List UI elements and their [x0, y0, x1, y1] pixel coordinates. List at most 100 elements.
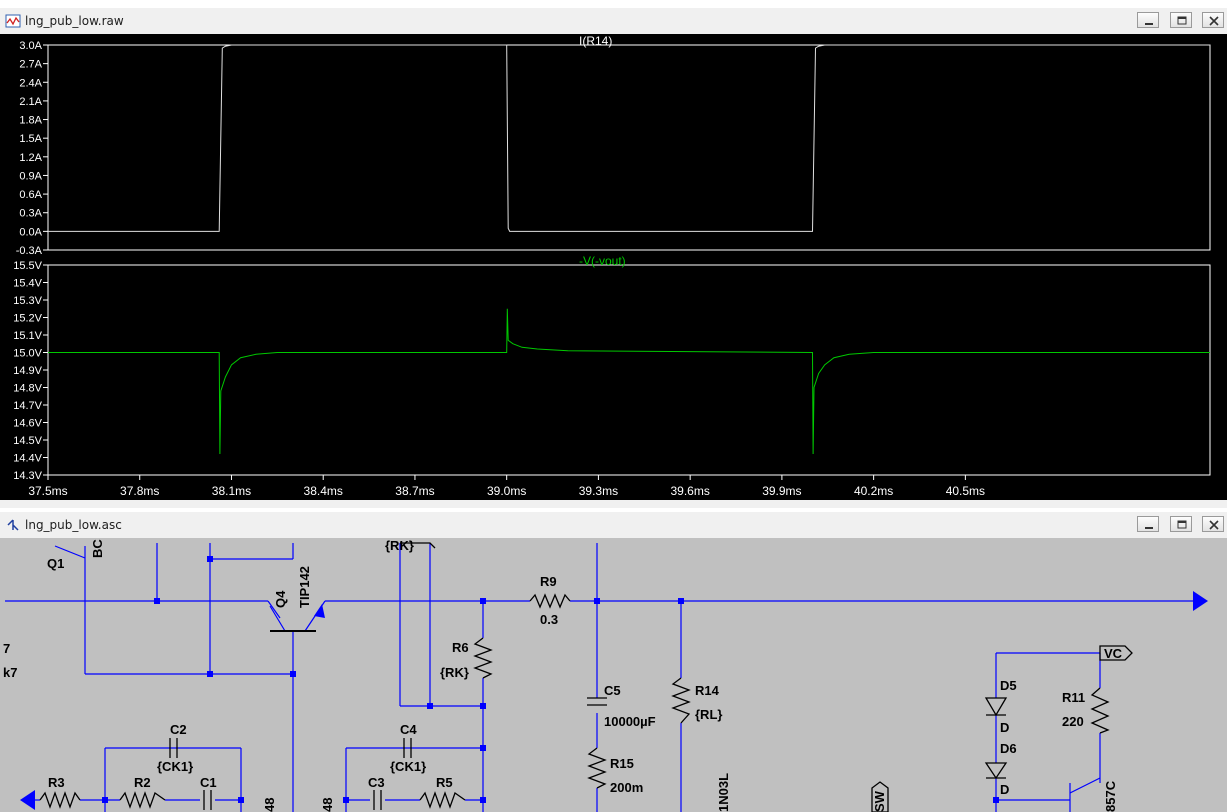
- r14-value: {RL}: [695, 707, 723, 722]
- close-icon: [1209, 16, 1219, 26]
- trace-line[interactable]: [48, 44, 1210, 232]
- schematic-window-title: lng_pub_low.asc: [25, 518, 122, 532]
- r11-label: R11: [1062, 690, 1086, 705]
- c5-value: 10000µF: [604, 714, 656, 729]
- r15-label: R15: [610, 756, 634, 771]
- y-tick-label: 15.1V: [13, 330, 42, 342]
- net-7-label: 7: [3, 641, 11, 656]
- minimize-button[interactable]: [1137, 516, 1159, 532]
- d5-label: D5: [1000, 678, 1017, 693]
- d6-value: D: [1000, 782, 1010, 797]
- close-button[interactable]: [1202, 516, 1224, 532]
- r14-label: R14: [695, 683, 719, 698]
- y-tick-label: 0.9A: [19, 170, 42, 182]
- trace-title[interactable]: -V(-vout): [579, 254, 626, 268]
- pane-voltage: -V(-vout)15.5V15.4V15.3V15.2V15.1V15.0V1…: [13, 254, 1211, 482]
- d5-value: D: [1000, 720, 1010, 735]
- x-tick-label: 39.6ms: [670, 484, 709, 498]
- y-tick-label: 15.0V: [13, 348, 42, 360]
- schematic-icon: [7, 519, 19, 531]
- y-tick-label: 1.8A: [19, 115, 42, 127]
- trace-title[interactable]: I(R14): [579, 34, 612, 48]
- restore-icon: [1177, 520, 1187, 529]
- r6-label: R6: [452, 640, 469, 655]
- y-tick-label: 0.0A: [19, 226, 42, 238]
- r2-label: R2: [134, 775, 151, 790]
- y-tick-label: -0.3A: [16, 245, 43, 257]
- waveform-titlebar[interactable]: lng_pub_low.raw: [0, 8, 1227, 35]
- close-button[interactable]: [1202, 12, 1224, 28]
- x-tick-label: 38.1ms: [212, 484, 251, 498]
- c3-label: C3: [368, 775, 385, 790]
- y-tick-label: 15.2V: [13, 313, 42, 325]
- y-tick-label: 14.9V: [13, 365, 42, 377]
- trace-line[interactable]: [48, 308, 1210, 455]
- restore-button[interactable]: [1170, 12, 1192, 28]
- tip142-label: TIP142: [297, 566, 312, 608]
- c1-label: C1: [200, 775, 217, 790]
- y-tick-label: 15.4V: [13, 278, 42, 290]
- waveform-plot[interactable]: I(R14)3.0A2.7A2.4A2.1A1.8A1.5A1.2A0.9A0.…: [0, 34, 1227, 500]
- rk-top-label: {RK}: [385, 538, 414, 553]
- y-tick-label: 0.6A: [19, 189, 42, 201]
- c4-value: {CK1}: [390, 759, 427, 774]
- vc-net-label: VC: [1104, 646, 1123, 661]
- c4-label: C4: [400, 722, 417, 737]
- r3-label: R3: [48, 775, 65, 790]
- plot-frame: [47, 44, 1211, 251]
- x-tick-label: 37.5ms: [28, 484, 67, 498]
- restore-button[interactable]: [1170, 516, 1192, 532]
- d6-label: D6: [1000, 741, 1017, 756]
- x-tick-label: 39.3ms: [579, 484, 618, 498]
- y-tick-label: 1.5A: [19, 133, 42, 145]
- n1n03l-label: 1N03L: [716, 772, 731, 812]
- x-tick-label: 39.0ms: [487, 484, 526, 498]
- x-tick-label: 40.2ms: [854, 484, 893, 498]
- sw-label: SW: [872, 791, 887, 812]
- c2-value: {CK1}: [157, 759, 194, 774]
- r6-value: {RK}: [440, 665, 469, 680]
- y-tick-label: 15.3V: [13, 295, 42, 307]
- y-tick-label: 0.3A: [19, 208, 42, 220]
- schematic-wires: [5, 542, 1208, 812]
- r9-value: 0.3: [540, 612, 559, 627]
- net-k7-label: k7: [3, 665, 18, 680]
- q4-label: Q4: [273, 590, 288, 608]
- y-tick-label: 2.1A: [19, 96, 42, 108]
- y-tick-label: 14.8V: [13, 383, 42, 395]
- bc-label: BC: [90, 539, 105, 558]
- y-tick-label: 14.7V: [13, 400, 42, 412]
- r5-label: R5: [436, 775, 453, 790]
- x-tick-label: 38.4ms: [304, 484, 343, 498]
- plot-frame: [47, 264, 1211, 476]
- n857c-label: 857C: [1103, 780, 1118, 812]
- y-tick-label: 14.5V: [13, 435, 42, 447]
- node-48b-label: 48: [320, 797, 335, 812]
- c2-label: C2: [170, 722, 187, 737]
- c5-label: C5: [604, 683, 621, 698]
- y-tick-label: 14.3V: [13, 470, 42, 482]
- waveform-icon: [5, 14, 21, 28]
- r11-value: 220: [1062, 714, 1084, 729]
- schematic-titlebar[interactable]: lng_pub_low.asc: [0, 512, 1227, 539]
- pane-current: I(R14)3.0A2.7A2.4A2.1A1.8A1.5A1.2A0.9A0.…: [16, 34, 1211, 257]
- y-tick-label: 2.7A: [19, 59, 42, 71]
- x-tick-label: 39.9ms: [762, 484, 801, 498]
- schematic-canvas[interactable]: Q1 BC Q4 TIP142 {RK} R9 0.3 R6 {RK} C5 1…: [0, 538, 1227, 812]
- y-tick-label: 14.4V: [13, 453, 42, 465]
- y-tick-label: 14.6V: [13, 418, 42, 430]
- minimize-button[interactable]: [1137, 12, 1159, 28]
- x-tick-label: 38.7ms: [395, 484, 434, 498]
- y-tick-label: 2.4A: [19, 77, 42, 89]
- close-icon: [1209, 520, 1219, 530]
- q1-label: Q1: [47, 556, 65, 571]
- node-48a-label: 48: [262, 797, 277, 812]
- minimize-icon: [1145, 23, 1153, 25]
- r15-value: 200m: [610, 780, 644, 795]
- minimize-icon: [1145, 527, 1153, 529]
- y-tick-label: 1.2A: [19, 152, 42, 164]
- waveform-window-title: lng_pub_low.raw: [25, 14, 124, 28]
